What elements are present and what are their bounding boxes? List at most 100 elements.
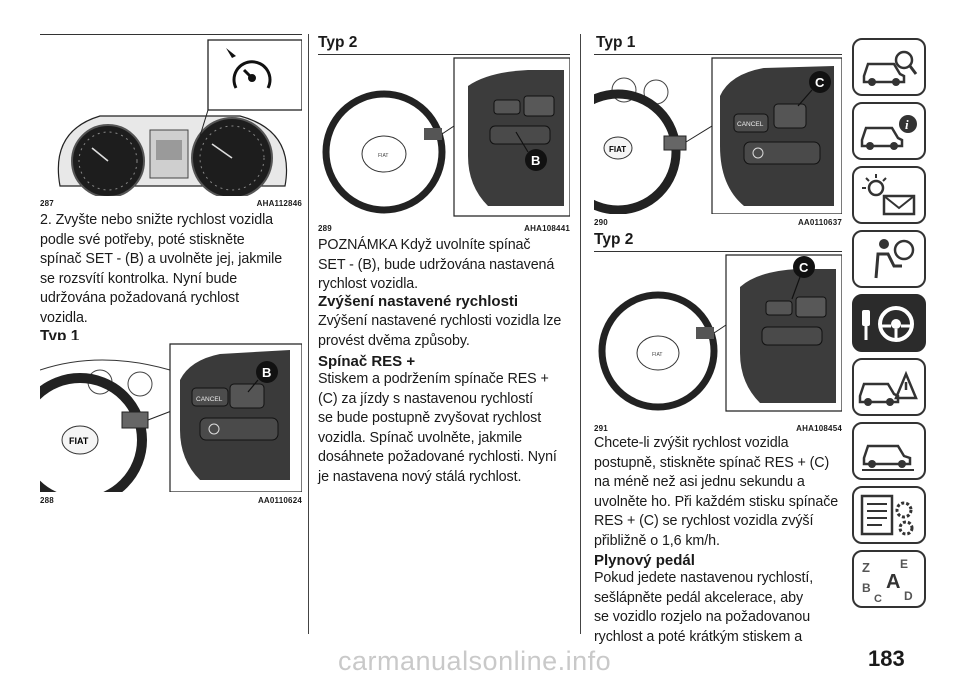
figure-291-caption: 291 AHA108454 bbox=[594, 424, 842, 434]
specifications-gear-icon bbox=[860, 494, 914, 536]
text-line: 2. Zvyšte nebo snižte rychlost vozidla bbox=[40, 212, 273, 228]
text-line: SET - (B), bude udržována nastavená bbox=[318, 256, 555, 273]
figure-number: 290 bbox=[594, 218, 608, 227]
text-line: provést dvěma způsoby. bbox=[318, 332, 470, 349]
tab-index[interactable]: Z E B A C D bbox=[852, 550, 926, 608]
figure-287-top-rule bbox=[40, 34, 302, 35]
svg-text:i: i bbox=[905, 117, 909, 132]
figure-289-caption: 289 AHA108441 bbox=[318, 224, 570, 234]
tab-maintenance[interactable] bbox=[852, 422, 926, 480]
svg-text:C: C bbox=[874, 593, 882, 605]
callout-c-label: C bbox=[799, 260, 809, 275]
tab-knowing-vehicle[interactable] bbox=[852, 38, 926, 96]
callout-b-label: B bbox=[262, 365, 271, 380]
accelerator-pedal-paragraph: Pokud jedete nastavenou rychlostí, sešlá… bbox=[594, 569, 844, 647]
text-line: udržována požadovaná rychlost bbox=[40, 290, 239, 307]
page-number: 183 bbox=[868, 646, 905, 671]
figure-290-steering-controls: FIAT CANCEL C bbox=[594, 56, 842, 214]
text-line: na méně než asi jednu sekundu a bbox=[594, 474, 805, 491]
tab-technical-specs[interactable] bbox=[852, 486, 926, 544]
text-line: podle své potřeby, poté stiskněte bbox=[40, 231, 245, 248]
text-line: Pokud jedete nastavenou rychlostí, bbox=[594, 570, 814, 586]
tab-safety[interactable] bbox=[852, 230, 926, 288]
text-line: je nastavena nový stálá rychlost. bbox=[318, 468, 522, 485]
figure-287-instrument-cluster bbox=[40, 36, 302, 196]
warning-lights-message-icon bbox=[862, 174, 916, 216]
text-line: postupně, stiskněte spínač RES + (C) bbox=[594, 454, 830, 471]
figure-288-steering-controls: FIAT CANCEL B bbox=[40, 340, 302, 492]
figure-code: AA0110624 bbox=[257, 496, 302, 505]
text-line: přibližně o 1,6 km/h. bbox=[594, 532, 720, 549]
tab-emergency[interactable] bbox=[852, 358, 926, 416]
text-line: spínač SET - (B) a uvolněte jej, jakmile bbox=[40, 251, 283, 268]
text-line: rychlost a poté krátkým stiskem a bbox=[594, 628, 803, 645]
col2-note-paragraph: POZNÁMKA Když uvolníte spínač SET - (B),… bbox=[318, 236, 570, 295]
figure-code: AHA112846 bbox=[256, 199, 302, 208]
fiat-logo: FIAT bbox=[652, 352, 662, 358]
text-line: uvolněte ho. Při každém stisku spínače bbox=[594, 493, 839, 510]
text-line: rychlost vozidla. bbox=[318, 276, 419, 293]
column-divider-2 bbox=[580, 34, 581, 634]
text-line: POZNÁMKA Když uvolníte spínač bbox=[318, 237, 531, 253]
text-line: se bude postupně zvyšovat rychlost bbox=[318, 410, 542, 427]
figure-code: AHA108454 bbox=[796, 424, 842, 433]
tab-starting-driving[interactable] bbox=[852, 294, 926, 352]
figure-289-top-rule bbox=[318, 54, 570, 55]
text-line: Chcete-li zvýšit rychlost vozidla bbox=[594, 435, 789, 451]
res-switch-paragraph: Stiskem a podržením spínače RES + (C) za… bbox=[318, 370, 570, 488]
text-line: vozidla. Spínač uvolněte, jakmile bbox=[318, 429, 523, 446]
figure-291-steering-wheel: FIAT C bbox=[594, 253, 842, 415]
text-line: dosáhnete požadované rychlosti. Nyní bbox=[318, 449, 557, 466]
col1-step2-paragraph: 2. Zvyšte nebo snižte rychlost vozidla p… bbox=[40, 211, 302, 329]
figure-number: 287 bbox=[40, 199, 54, 208]
alphabetical-index-icon: Z E B A C D bbox=[862, 557, 913, 605]
accelerator-pedal-heading: Plynový pedál bbox=[594, 552, 695, 569]
car-search-icon bbox=[862, 50, 918, 86]
fiat-logo: FIAT bbox=[378, 153, 388, 159]
car-info-icon: i bbox=[860, 115, 917, 150]
column-divider-1 bbox=[308, 34, 309, 634]
callout-b-label: B bbox=[531, 153, 540, 168]
car-service-icon bbox=[862, 444, 914, 471]
increase-speed-heading: Zvýšení nastavené rychlosti bbox=[318, 293, 519, 310]
text-line: se vozidlo rozjelo na požadovanou bbox=[594, 609, 811, 626]
figure-291-top-rule bbox=[594, 251, 842, 252]
cancel-label: CANCEL bbox=[737, 121, 764, 128]
text-line: (C) za jízdy s nastavenou rychlostí bbox=[318, 390, 534, 407]
col3-typ1-heading: Typ 1 bbox=[596, 34, 636, 51]
tab-vehicle-info[interactable]: i bbox=[852, 102, 926, 160]
svg-text:B: B bbox=[862, 581, 871, 595]
fiat-logo: FIAT bbox=[609, 145, 626, 154]
figure-number: 289 bbox=[318, 224, 332, 233]
figure-290-top-rule bbox=[594, 54, 842, 55]
figure-290-caption: 290 AA0110637 bbox=[594, 218, 842, 228]
text-line: RES + (C) se rychlost vozidla zvýší bbox=[594, 513, 814, 530]
figure-number: 291 bbox=[594, 424, 608, 433]
text-line: Stiskem a podržením spínače RES + bbox=[318, 371, 549, 387]
cancel-label: CANCEL bbox=[196, 396, 223, 403]
figure-code: AHA108441 bbox=[524, 224, 570, 233]
steering-wheel-key-icon bbox=[862, 306, 914, 342]
increase-speed-paragraph: Zvýšení nastavené rychlosti vozidla lze … bbox=[318, 312, 570, 351]
tab-warning-lights[interactable] bbox=[852, 166, 926, 224]
figure-289-steering-wheel: FIAT B bbox=[318, 56, 570, 220]
figure-288-caption: 288 AA0110624 bbox=[40, 496, 302, 506]
watermark: carmanualsonline.info bbox=[338, 646, 612, 676]
svg-text:E: E bbox=[900, 557, 908, 571]
svg-text:D: D bbox=[904, 589, 913, 603]
res-switch-heading: Spínač RES + bbox=[318, 353, 416, 370]
fiat-logo: FIAT bbox=[69, 436, 89, 446]
text-line: Zvýšení nastavené rychlosti vozidla lze bbox=[318, 313, 562, 329]
svg-text:A: A bbox=[886, 571, 900, 593]
col2-typ2-heading: Typ 2 bbox=[318, 34, 358, 51]
figure-code: AA0110637 bbox=[797, 218, 842, 227]
car-breakdown-icon bbox=[858, 370, 918, 406]
text-line: vozidla. bbox=[40, 309, 88, 326]
text-line: sešlápněte pedál akcelerace, aby bbox=[594, 589, 804, 606]
airbag-seat-icon bbox=[874, 239, 915, 279]
col3-typ2-heading: Typ 2 bbox=[594, 231, 634, 248]
callout-c-label: C bbox=[815, 75, 825, 90]
col3-step-increase-paragraph: Chcete-li zvýšit rychlost vozidla postup… bbox=[594, 434, 844, 552]
svg-text:Z: Z bbox=[862, 560, 870, 575]
figure-287-caption: 287 AHA112846 bbox=[40, 199, 302, 209]
